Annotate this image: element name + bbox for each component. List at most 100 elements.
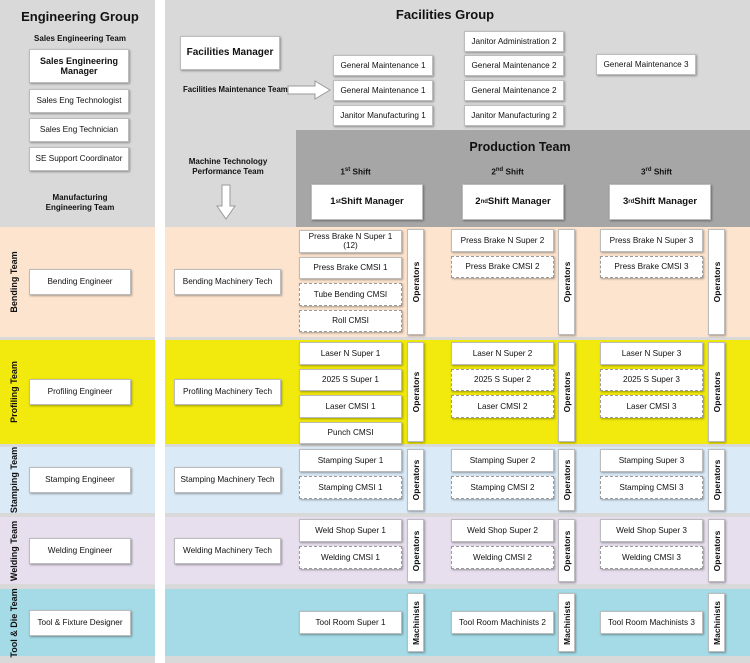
tooldie-shift1-side-label: Machinists: [407, 593, 424, 652]
welding-shift3-side-label-text: Operators: [711, 530, 722, 571]
welding-shift3-role-2: Welding CMSI 3: [600, 546, 703, 569]
welding-shift1-side-label: Operators: [407, 519, 424, 582]
profiling-shift3-role-2: 2025 S Super 3: [600, 368, 703, 391]
bending-shift2-role-1: Press Brake N Super 2: [451, 229, 554, 252]
bending-shift3-side-label: Operators: [708, 229, 725, 335]
stamping-shift3-side-label: Operators: [708, 449, 725, 511]
bending-shift3-role-1: Press Brake N Super 3: [600, 229, 703, 252]
profiling-team-label: Profiling Team: [4, 340, 24, 444]
profiling-shift3-role-3: Laser CMSI 3: [600, 395, 703, 418]
bending-team-label: Bending Team: [4, 227, 24, 337]
engineering-group-title: Engineering Group: [21, 9, 139, 24]
tooldie-shift2-role-1: Tool Room Machinists 2: [451, 611, 554, 634]
sales-engineering-manager: Sales Engineering Manager: [29, 49, 129, 83]
stamping-shift2-side-label: Operators: [558, 449, 575, 511]
tooldie-shift2-side-label-text: Machinists: [561, 600, 572, 645]
profiling-shift2-role-1: Laser N Super 2: [451, 342, 554, 365]
tooldie-shift3-side-label: Machinists: [708, 593, 725, 652]
bending-shift2-role-2: Press Brake CMSI 2: [451, 255, 554, 278]
tooldie-shift1-role-1: Tool Room Super 1: [299, 611, 402, 634]
stamping-shift2-role-1: Stamping Super 2: [451, 449, 554, 472]
shift-label-1: 1st Shift: [340, 167, 371, 177]
bending-shift2-side-label: Operators: [558, 229, 575, 335]
bending-shift1-role-1: Press Brake N Super 1 (12): [299, 230, 402, 253]
se-support-coordinator: SE Support Coordinator: [29, 147, 129, 171]
stamping-engineer: Stamping Engineer: [29, 467, 131, 493]
welding-engineer: Welding Engineer: [29, 538, 131, 564]
general-maintenance-3: General Maintenance 3: [596, 54, 696, 75]
profiling-shift2-role-2: 2025 S Super 2: [451, 368, 554, 391]
tooldie-shift3-role-1: Tool Room Machinists 3: [600, 611, 703, 634]
profiling-shift1-role-3: Laser CMSI 1: [299, 395, 402, 418]
janitor-manufacturing-1: Janitor Manufacturing 1: [333, 105, 433, 126]
bending-shift1-role-4: Roll CMSI: [299, 309, 402, 332]
stamping-team-label: Stamping Team: [4, 447, 24, 513]
sales-eng-technologist: Sales Eng Technologist: [29, 89, 129, 113]
bending-machinery-tech: Bending Machinery Tech: [174, 269, 281, 295]
welding-team-label: Welding Team: [4, 517, 24, 584]
welding-shift2-side-label-text: Operators: [561, 530, 572, 571]
welding-shift1-role-2: Welding CMSI 1: [299, 546, 402, 569]
bending-shift1-side-label: Operators: [407, 229, 424, 335]
stamping-shift1-role-1: Stamping Super 1: [299, 449, 402, 472]
profiling-shift3-side-label: Operators: [708, 342, 725, 442]
general-maintenance-1b: General Maintenance 1: [333, 80, 433, 101]
profiling-shift1-side-label: Operators: [407, 342, 424, 442]
welding-shift2-side-label: Operators: [558, 519, 575, 582]
welding-shift3-role-1: Weld Shop Super 3: [600, 519, 703, 542]
stamping-shift3-role-2: Stamping CMSI 3: [600, 476, 703, 499]
general-maintenance-1a: General Maintenance 1: [333, 55, 433, 76]
group-divider: [155, 0, 165, 663]
bending-shift1-role-2: Press Brake CMSI 1: [299, 256, 402, 279]
bending-engineer: Bending Engineer: [29, 269, 131, 295]
profiling-engineer: Profiling Engineer: [29, 379, 131, 405]
profiling-shift1-role-1: Laser N Super 1: [299, 342, 402, 365]
stamping-shift1-side-label-text: Operators: [410, 459, 421, 501]
bending-team-label-text: Bending Team: [8, 251, 19, 313]
machine-technology-team-label: Machine Technology Performance Team: [188, 157, 268, 176]
stamping-shift3-role-1: Stamping Super 3: [600, 449, 703, 472]
bending-shift3-role-2: Press Brake CMSI 3: [600, 255, 703, 278]
profiling-shift3-role-1: Laser N Super 3: [600, 342, 703, 365]
tooldie-team-label: Tool & Die Team: [4, 587, 24, 658]
janitor-manufacturing-2: Janitor Manufacturing 2: [464, 105, 564, 126]
welding-shift2-role-1: Weld Shop Super 2: [451, 519, 554, 542]
welding-shift2-role-2: Welding CMSI 2: [451, 546, 554, 569]
stamping-team-label-text: Stamping Team: [8, 446, 19, 514]
sales-eng-technician: Sales Eng Technician: [29, 118, 129, 142]
profiling-team-label-text: Profiling Team: [8, 361, 19, 423]
profiling-shift2-side-label: Operators: [558, 342, 575, 442]
profiling-shift1-role-2: 2025 S Super 1: [299, 368, 402, 391]
bending-shift1-role-3: Tube Bending CMSI: [299, 283, 402, 306]
general-maintenance-2a: General Maintenance 2: [464, 55, 564, 76]
manufacturing-engineering-team-label: Manufacturing Engineering Team: [45, 193, 115, 212]
janitor-administration-2: Janitor Administration 2: [464, 31, 564, 52]
stamping-shift1-side-label: Operators: [407, 449, 424, 511]
bending-shift2-side-label-text: Operators: [561, 261, 572, 303]
profiling-shift3-side-label-text: Operators: [711, 371, 722, 413]
facilities-manager: Facilities Manager: [180, 36, 280, 70]
right-arrow-icon: [287, 80, 331, 100]
stamping-shift2-role-2: Stamping CMSI 2: [451, 476, 554, 499]
welding-shift3-side-label: Operators: [708, 519, 725, 582]
welding-shift1-role-1: Weld Shop Super 1: [299, 519, 402, 542]
profiling-shift1-role-4: Punch CMSI: [299, 421, 402, 444]
tooldie-shift2-side-label: Machinists: [558, 593, 575, 652]
bending-shift3-side-label-text: Operators: [711, 261, 722, 303]
stamping-machinery-tech: Stamping Machinery Tech: [174, 467, 281, 493]
shift-label-2: 2nd Shift: [491, 167, 524, 177]
stamping-shift1-role-2: Stamping CMSI 1: [299, 476, 402, 499]
bending-shift1-side-label-text: Operators: [410, 261, 421, 303]
tooldie-engineer: Tool & Fixture Designer: [29, 610, 131, 636]
welding-machinery-tech: Welding Machinery Tech: [174, 538, 281, 564]
profiling-machinery-tech: Profiling Machinery Tech: [174, 379, 281, 405]
profiling-shift2-role-3: Laser CMSI 2: [451, 395, 554, 418]
sales-engineering-team-label: Sales Engineering Team: [34, 34, 126, 43]
tooldie-team-label-text: Tool & Die Team: [8, 587, 19, 658]
welding-team-label-text: Welding Team: [8, 520, 19, 581]
production-team-title: Production Team: [469, 140, 571, 154]
facilities-group-title: Facilities Group: [395, 7, 495, 22]
